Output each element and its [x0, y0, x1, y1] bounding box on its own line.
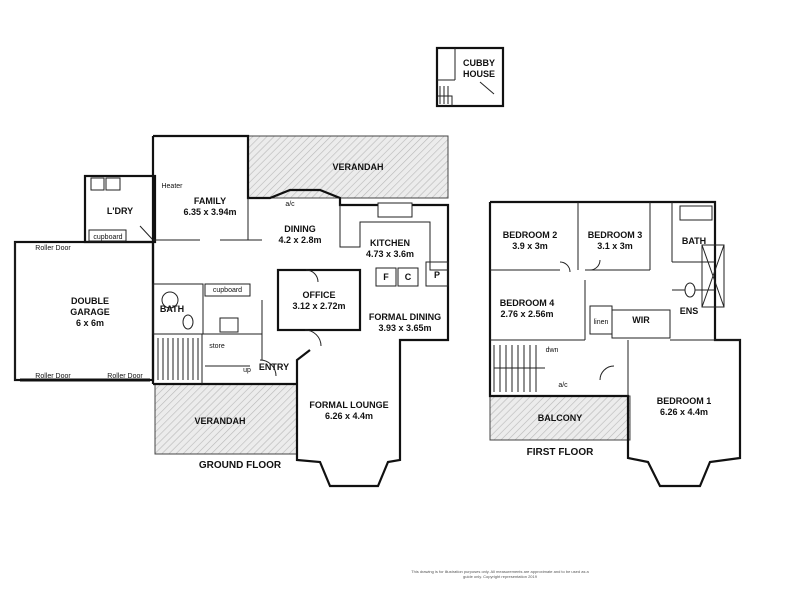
store-label: store [202, 340, 232, 352]
stair-down-text: dwn [545, 347, 559, 354]
laundry-cupboard-label: cupboard [89, 231, 127, 243]
cooktop-label: C [404, 272, 412, 282]
laundry-cupboard-text: cupboard [93, 234, 123, 241]
garage-line1: DOUBLE [71, 296, 109, 306]
store-text: store [209, 343, 225, 350]
bedroom4-label: BEDROOM 4 2.76 x 2.56m [492, 298, 562, 320]
bedroom4-name: BEDROOM 4 [499, 298, 555, 308]
bedroom3-name: BEDROOM 3 [587, 230, 643, 240]
bedroom3-label: BEDROOM 3 3.1 x 3m [582, 230, 648, 252]
pantry-label: P [433, 270, 440, 280]
formal-lounge-dims: 6.26 x 4.4m [324, 411, 374, 421]
formal-dining-label: FORMAL DINING 3.93 x 3.65m [360, 312, 450, 334]
ground-floor-title: GROUND FLOOR [198, 460, 282, 471]
kitchen-dims: 4.73 x 3.6m [365, 249, 415, 259]
laundry-outline [83, 174, 157, 244]
family-name: FAMILY [193, 196, 227, 206]
first-stair-treads [493, 345, 545, 392]
dining-name: DINING [284, 224, 316, 234]
verandah-top-area [247, 135, 449, 199]
disclaimer-text: This drawing is for illustration purpose… [411, 569, 589, 579]
formal-dining-dims: 3.93 x 3.65m [378, 323, 432, 333]
roller-door-left-text: Roller Door [35, 373, 71, 380]
entry-label: ENTRY [258, 362, 290, 372]
linen-text: linen [593, 319, 609, 326]
bedroom1-name: BEDROOM 1 [656, 396, 712, 406]
balcony-label: BALCONY [537, 413, 583, 423]
cubby-house-outline [435, 46, 505, 108]
bedroom1-dims: 6.26 x 4.4m [659, 407, 709, 417]
bath-cupboard-label: cupboard [205, 284, 250, 296]
garage-label: DOUBLE GARAGE 6 x 6m [50, 296, 130, 329]
kitchen-label: KITCHEN 4.73 x 3.6m [355, 238, 425, 260]
stair-up-label: up [238, 364, 256, 376]
roller-door-right-label: Roller Door [100, 370, 150, 382]
roller-door-left-label: Roller Door [28, 370, 78, 382]
cubby-house-line2: HOUSE [462, 69, 495, 79]
verandah-bottom-label: VERANDAH [194, 416, 246, 426]
family-dims: 6.35 x 3.94m [183, 207, 237, 217]
bedroom2-label: BEDROOM 2 3.9 x 3m [495, 230, 565, 252]
roller-door-top-text: Roller Door [35, 245, 71, 252]
garage-dims: 6 x 6m [75, 318, 105, 328]
ground-floor-walls [151, 134, 450, 488]
office-name: OFFICE [302, 290, 336, 300]
first-ac-text: a/c [558, 382, 568, 389]
garage-line2: GARAGE [70, 307, 110, 317]
fridge-label: F [383, 272, 389, 282]
bedroom1-label: BEDROOM 1 6.26 x 4.4m [644, 396, 724, 418]
stair-down-label: dwn [540, 344, 564, 356]
first-floor-title: FIRST FLOOR [526, 447, 594, 458]
roller-door-top-label: Roller Door [28, 242, 78, 254]
office-dims: 3.12 x 2.72m [292, 301, 346, 311]
cubby-house-line1: CUBBY [462, 58, 495, 68]
dining-label: DINING 4.2 x 2.8m [260, 224, 340, 246]
first-bath-label: BATH [681, 236, 707, 246]
bedroom2-name: BEDROOM 2 [502, 230, 558, 240]
formal-lounge-label: FORMAL LOUNGE 6.26 x 4.4m [304, 400, 394, 422]
laundry-label: L'DRY [106, 206, 134, 216]
first-ac-label: a/c [554, 379, 572, 391]
kitchen-name: KITCHEN [370, 238, 410, 248]
bedroom3-dims: 3.1 x 3m [597, 241, 633, 251]
verandah-top-label: VERANDAH [332, 162, 384, 172]
verandah-bottom-area [154, 383, 298, 455]
balcony-area [489, 395, 631, 441]
heater-text: Heater [161, 183, 183, 190]
dining-dims: 4.2 x 2.8m [278, 235, 322, 245]
wir-label: WIR [632, 315, 650, 325]
formal-dining-name: FORMAL DINING [368, 312, 442, 322]
bedroom2-dims: 3.9 x 3m [512, 241, 548, 251]
bath-cupboard-text: cupboard [212, 287, 243, 294]
stair-up-text: up [243, 367, 251, 374]
ground-bath-label: BATH [159, 304, 185, 314]
linen-label: linen [588, 316, 614, 328]
roller-door-right-text: Roller Door [107, 373, 143, 380]
ens-label: ENS [679, 306, 699, 316]
ground-stair-treads [157, 338, 250, 380]
heater-label: Heater [160, 180, 184, 192]
first-floor-walls [488, 200, 742, 488]
cubby-house-label: CUBBY HOUSE [455, 58, 503, 80]
ground-ac-label: a/c [283, 198, 297, 210]
bedroom4-dims: 2.76 x 2.56m [500, 309, 554, 319]
office-label: OFFICE 3.12 x 2.72m [280, 290, 358, 312]
formal-lounge-name: FORMAL LOUNGE [309, 400, 389, 410]
ground-ac-text: a/c [285, 201, 295, 208]
family-room-label: FAMILY 6.35 x 3.94m [170, 196, 250, 218]
